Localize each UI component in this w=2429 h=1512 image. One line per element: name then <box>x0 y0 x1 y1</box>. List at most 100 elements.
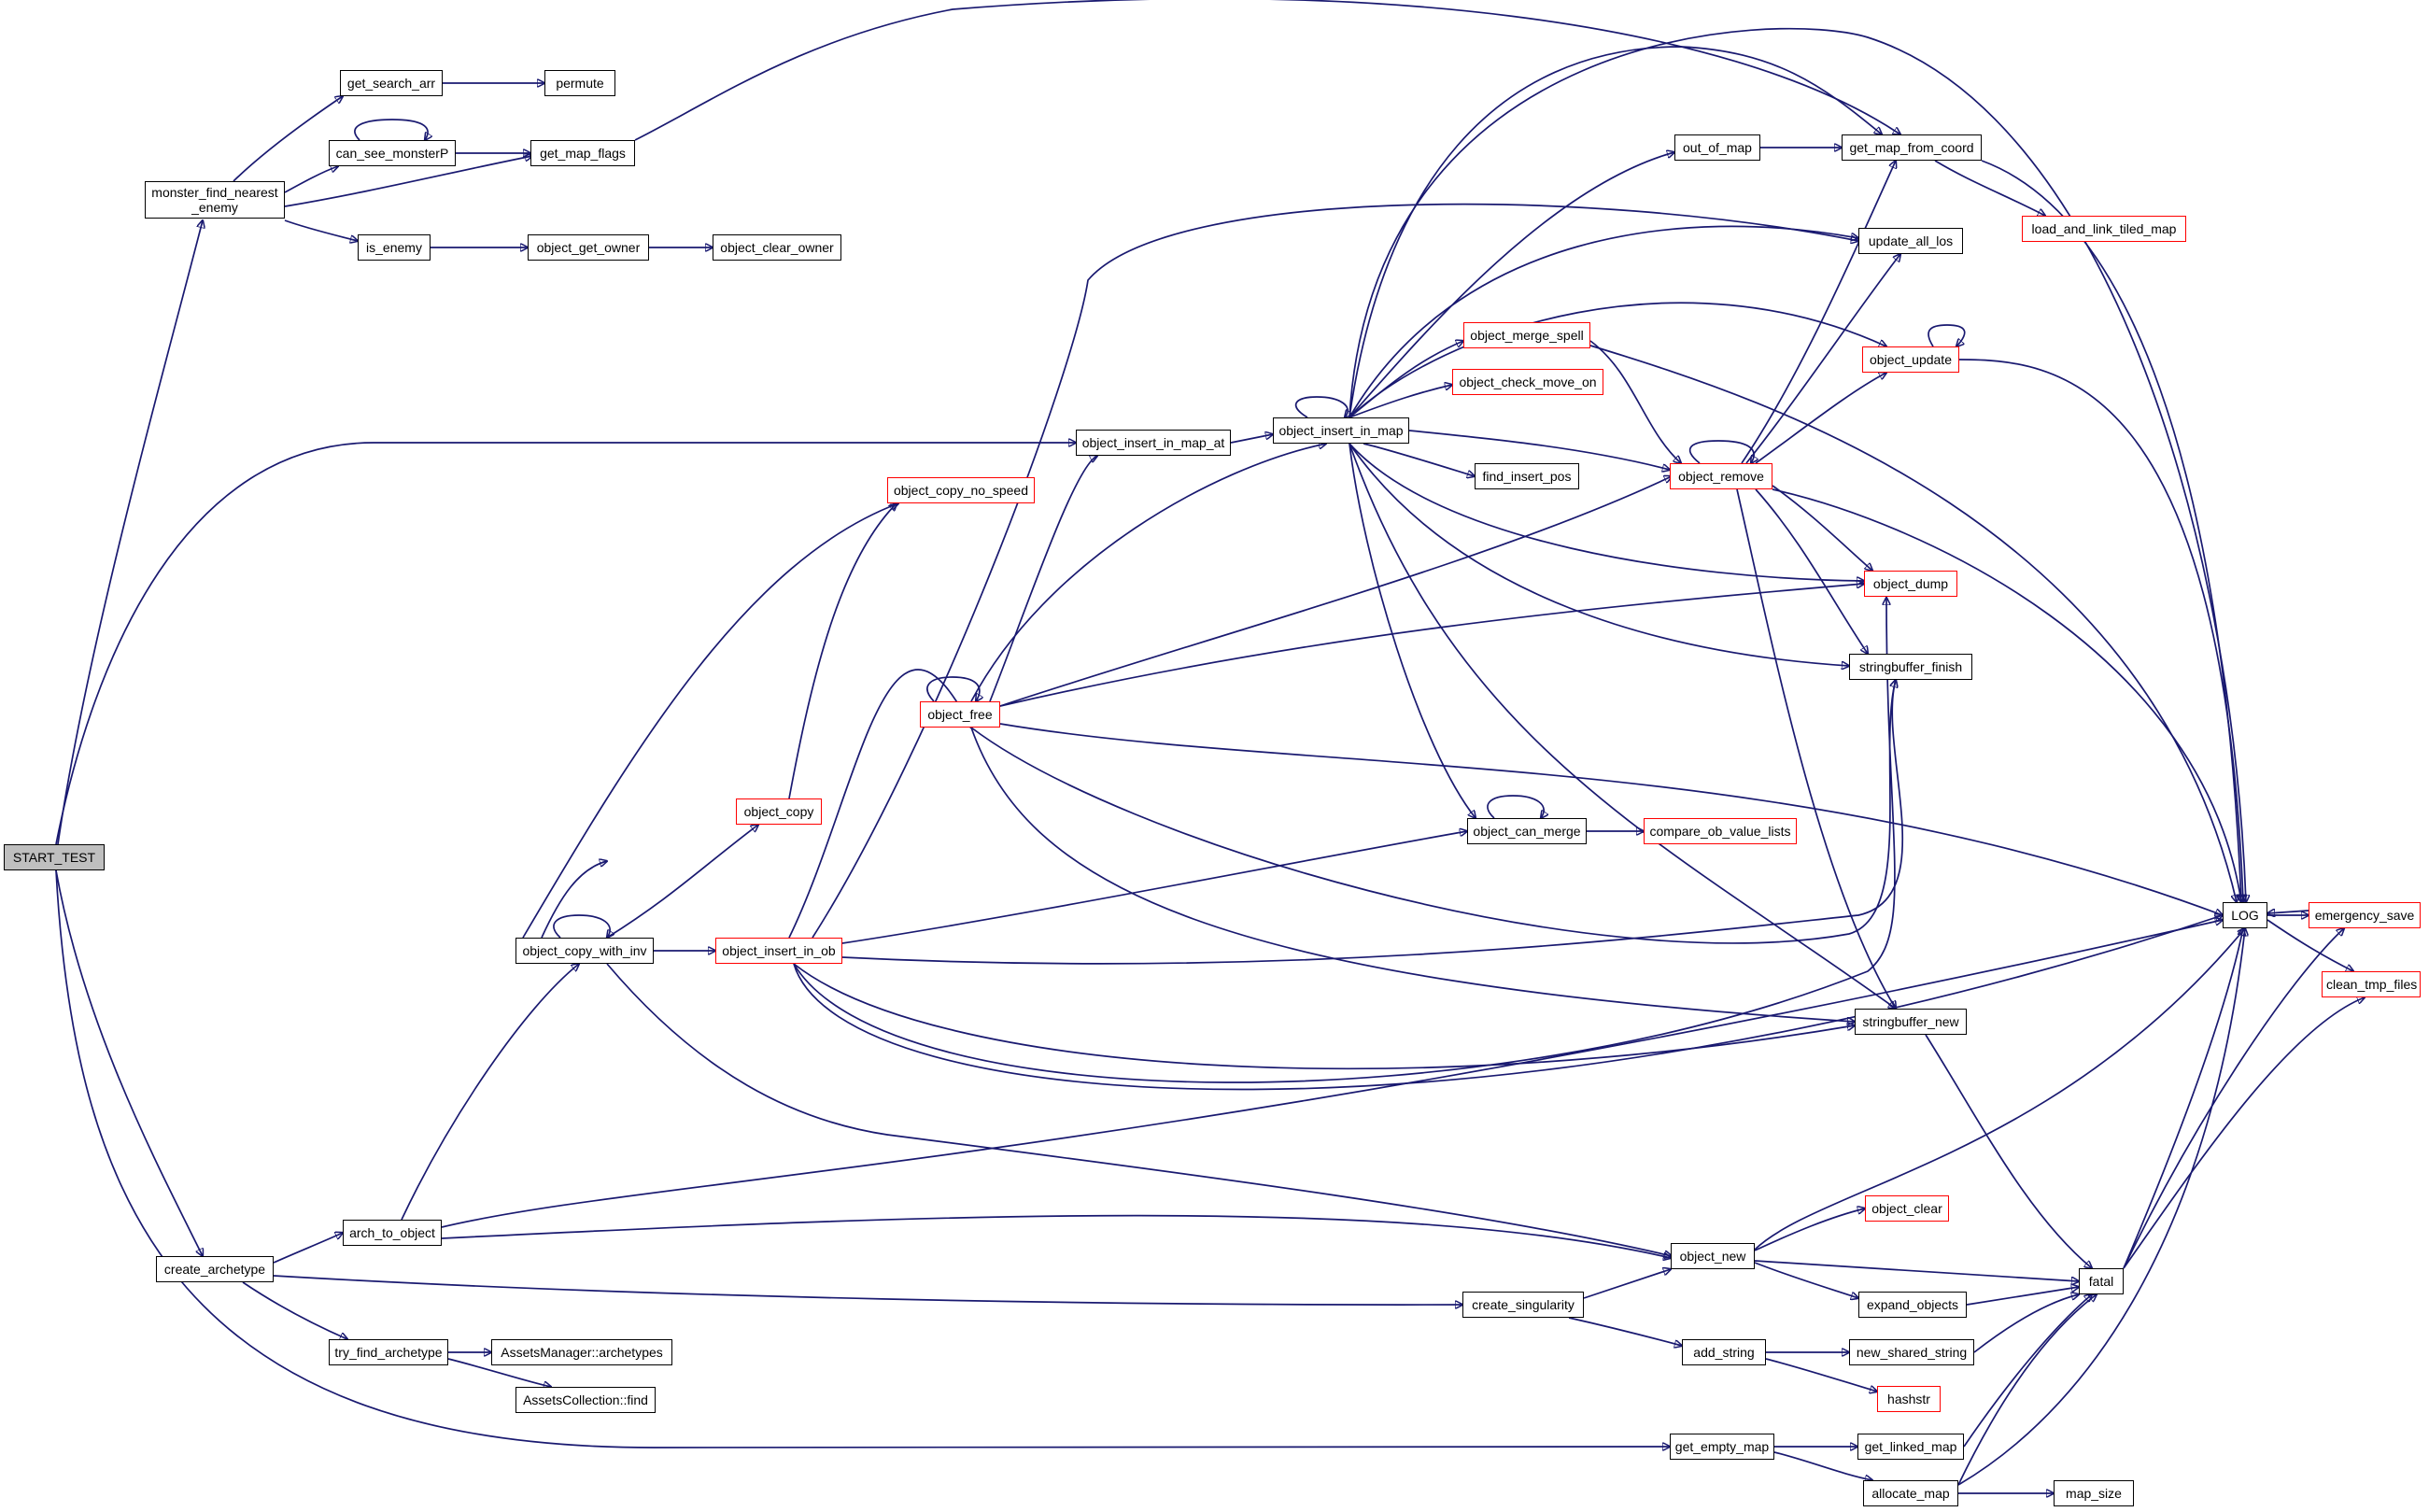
node-fatal[interactable]: fatal <box>2079 1268 2124 1294</box>
node-object-get-owner[interactable]: object_get_owner <box>528 234 649 261</box>
node-expand-objects[interactable]: expand_objects <box>1858 1292 1967 1318</box>
edge-60 <box>793 598 1896 1083</box>
edge-92 <box>1773 1451 1872 1480</box>
node-out-of-map[interactable]: out_of_map <box>1674 134 1760 161</box>
edge-55 <box>553 914 610 938</box>
edge-48 <box>926 676 980 701</box>
edge-78 <box>1754 1260 2079 1281</box>
node-start-test[interactable]: START_TEST <box>4 844 105 870</box>
node-object-update[interactable]: object_update <box>1862 346 1959 373</box>
node-log[interactable]: LOG <box>2223 902 2267 928</box>
node-object-check-move-on[interactable]: object_check_move_on <box>1452 369 1603 395</box>
edge-6 <box>354 119 428 140</box>
edge-44 <box>999 584 1864 707</box>
node-get-search-arr[interactable]: get_search_arr <box>340 70 443 96</box>
edge-50 <box>541 861 607 939</box>
node-update-all-los[interactable]: update_all_los <box>1858 228 1963 254</box>
node-object-insert-in-map[interactable]: object_insert_in_map <box>1273 417 1409 444</box>
edge-67 <box>2267 919 2353 971</box>
node-hashstr[interactable]: hashstr <box>1877 1386 1941 1412</box>
edge-15 <box>1934 160 2045 216</box>
edge-35 <box>1688 440 1754 463</box>
node-get-empty-map[interactable]: get_empty_map <box>1670 1434 1774 1460</box>
node-object-clear-owner[interactable]: object_clear_owner <box>713 234 841 261</box>
node-stringbuffer-finish[interactable]: stringbuffer_finish <box>1849 654 1972 680</box>
edge-24 <box>1349 443 1476 818</box>
node-is-enemy[interactable]: is_enemy <box>358 234 431 261</box>
node-clean-tmp-files[interactable]: clean_tmp_files <box>2322 971 2421 997</box>
edge-69 <box>401 964 579 1221</box>
edge-89 <box>1973 1294 2079 1353</box>
edge-64 <box>1487 795 1544 818</box>
node-allocate-map[interactable]: allocate_map <box>1863 1480 1958 1506</box>
node-object-clear[interactable]: object_clear <box>1865 1195 1949 1222</box>
edge-38 <box>1928 324 1966 346</box>
edge-70 <box>441 1214 1671 1258</box>
node-get-linked-map[interactable]: get_linked_map <box>1857 1434 1964 1460</box>
node-object-insert-in-ob[interactable]: object_insert_in_ob <box>715 938 842 964</box>
node-monster-find-nearest-enemy[interactable]: monster_find_nearest_enemy <box>145 181 285 219</box>
edge-27 <box>1349 27 2246 902</box>
node-get-map-from-coord[interactable]: get_map_from_coord <box>1842 134 1982 161</box>
edge-93 <box>1963 1294 2092 1448</box>
edge-73 <box>273 1275 1462 1305</box>
node-map-size[interactable]: map_size <box>2054 1480 2134 1506</box>
node-find-insert-pos[interactable]: find_insert_pos <box>1475 463 1579 489</box>
edge-84 <box>2123 997 2365 1269</box>
edge-51 <box>606 825 758 939</box>
edge-12 <box>1349 152 1674 418</box>
node-compare-ob-value-lists[interactable]: compare_ob_value_lists <box>1644 818 1797 844</box>
edge-46 <box>970 680 1896 944</box>
node-assetsmanager-archetypes[interactable]: AssetsManager::archetypes <box>491 1339 672 1365</box>
node-add-string[interactable]: add_string <box>1682 1339 1766 1365</box>
edge-45 <box>970 727 1855 1022</box>
node-object-remove[interactable]: object_remove <box>1670 463 1772 489</box>
edge-77 <box>1754 1208 1865 1251</box>
node-object-new[interactable]: object_new <box>1671 1243 1755 1269</box>
node-object-copy-with-inv[interactable]: object_copy_with_inv <box>515 938 654 964</box>
node-can-see-monsterp[interactable]: can_see_monsterP <box>329 140 456 166</box>
edge-34 <box>1772 488 2241 902</box>
edge-11 <box>1230 434 1273 444</box>
edge-33 <box>1736 488 1896 1009</box>
node-get-map-flags[interactable]: get_map_flags <box>530 140 635 166</box>
edge-22 <box>1349 443 1864 581</box>
edge-28 <box>1741 161 1896 464</box>
edge-82 <box>2123 928 2243 1269</box>
node-object-insert-in-map-at[interactable]: object_insert_in_map_at <box>1076 430 1231 456</box>
node-load-and-link-tiled-map[interactable]: load_and_link_tiled_map <box>2022 216 2186 242</box>
edge-81 <box>1966 1287 2079 1306</box>
node-object-can-merge[interactable]: object_can_merge <box>1467 818 1587 844</box>
edge-36 <box>1589 340 1681 463</box>
edge-88 <box>1765 1358 1877 1392</box>
node-object-copy-no-speed[interactable]: object_copy_no_speed <box>887 477 1035 503</box>
edge-79 <box>1754 1262 1858 1298</box>
node-assetscollection-find[interactable]: AssetsCollection::find <box>515 1387 656 1413</box>
node-permute[interactable]: permute <box>544 70 615 96</box>
node-emergency-save[interactable]: emergency_save <box>2309 902 2421 928</box>
edge-54 <box>522 503 898 939</box>
edge-31 <box>1772 485 1872 571</box>
edge-61 <box>793 915 2223 1091</box>
node-try-find-archetype[interactable]: try_find_archetype <box>329 1339 448 1365</box>
node-object-merge-spell[interactable]: object_merge_spell <box>1463 322 1590 348</box>
edge-19 <box>1349 302 1886 418</box>
node-object-dump[interactable]: object_dump <box>1864 571 1957 597</box>
node-new-shared-string[interactable]: new_shared_string <box>1849 1339 1974 1365</box>
edge-57 <box>841 831 1467 944</box>
edge-49 <box>788 503 897 799</box>
node-stringbuffer-new[interactable]: stringbuffer_new <box>1855 1009 1967 1035</box>
edge-39 <box>1958 359 2243 902</box>
edge-74 <box>242 1281 347 1339</box>
node-arch-to-object[interactable]: arch_to_object <box>343 1220 442 1246</box>
edge-90 <box>55 869 1670 1448</box>
node-object-copy[interactable]: object_copy <box>736 798 822 825</box>
node-create-singularity[interactable]: create_singularity <box>1462 1292 1584 1318</box>
edge-97 <box>55 443 1076 845</box>
node-create-archetype[interactable]: create_archetype <box>156 1256 274 1282</box>
edge-72 <box>273 1233 343 1264</box>
node-object-free[interactable]: object_free <box>920 701 1000 728</box>
edge-29 <box>1745 254 1900 464</box>
